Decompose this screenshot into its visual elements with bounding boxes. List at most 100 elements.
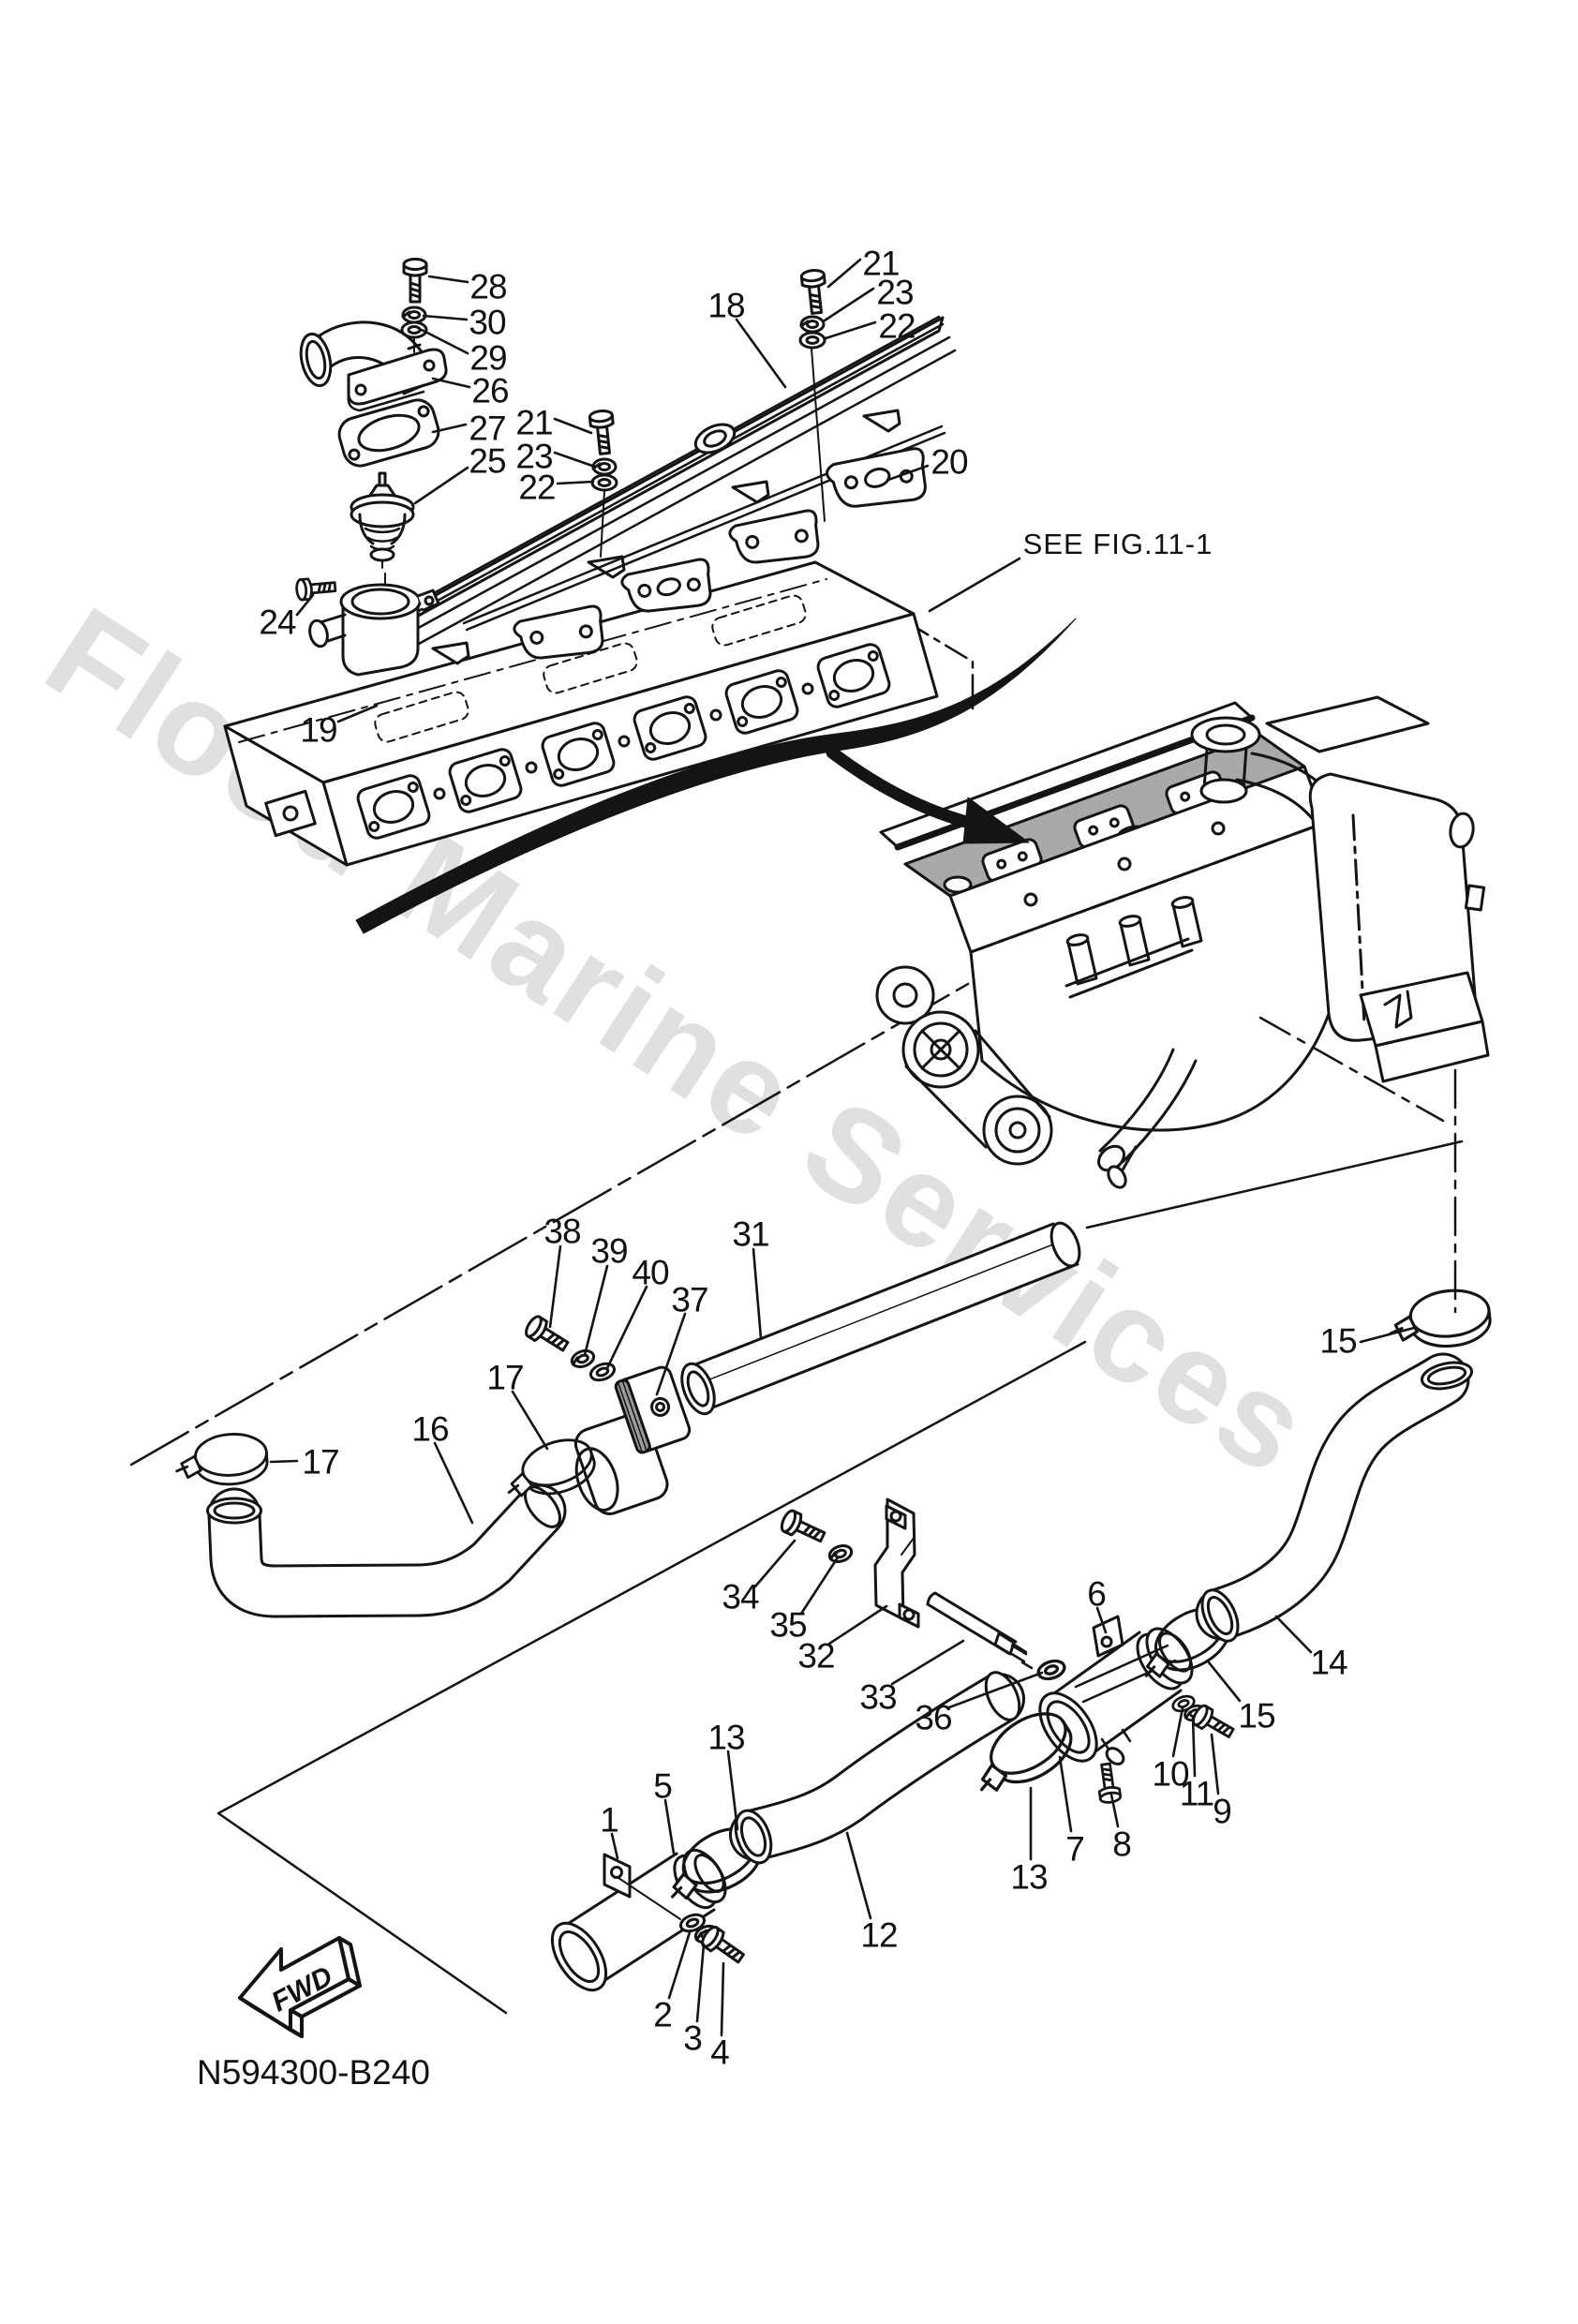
part-callout-15: 15 <box>1238 1696 1275 1735</box>
part-callout-17: 17 <box>302 1442 338 1481</box>
callout-leader-32 <box>827 1604 888 1646</box>
callout-leader-2 <box>667 1930 692 2000</box>
part-callout-21: 21 <box>515 403 552 441</box>
fwd-arrow: FWD <box>238 1936 362 2038</box>
gasket-plate-set-20 <box>462 425 946 660</box>
plug-24 <box>294 575 337 602</box>
part-callout-40: 40 <box>632 1253 669 1291</box>
callout-leader-27 <box>431 423 468 434</box>
part-callout-4: 4 <box>710 2033 729 2071</box>
part-callout-35: 35 <box>769 1605 807 1644</box>
manifold-body-19 <box>223 560 939 867</box>
part-callout-6: 6 <box>1087 1574 1106 1613</box>
hose-clamp-17 <box>172 1430 270 1490</box>
spring-washer-39 <box>568 1346 598 1372</box>
part-callout-13: 13 <box>1010 1857 1047 1896</box>
figure-code: N594300-B240 <box>197 2053 430 2092</box>
part-callout-15: 15 <box>1319 1321 1357 1360</box>
part-callout-22: 22 <box>878 306 915 345</box>
stay-bracket-32 <box>873 1497 920 1629</box>
part-callout-26: 26 <box>471 371 508 410</box>
bolt-9 <box>1189 1702 1238 1744</box>
part-callout-23: 23 <box>515 437 552 475</box>
callout-leader-24 <box>295 593 315 617</box>
part-callout-25: 25 <box>469 441 506 480</box>
callout-leader-15 <box>1359 1326 1416 1344</box>
part-callout-28: 28 <box>469 267 506 305</box>
part-callout-3: 3 <box>683 2019 702 2057</box>
washer-22 <box>590 473 618 492</box>
thermostat-25 <box>350 471 415 601</box>
part-callout-16: 16 <box>411 1409 448 1448</box>
callout-leader-21 <box>826 258 862 289</box>
part-callout-30: 30 <box>469 303 506 341</box>
callout-leader-35 <box>799 1556 840 1616</box>
part-callout-39: 39 <box>590 1231 627 1270</box>
part-callout-22: 22 <box>518 468 555 506</box>
callout-leader-5 <box>663 1798 676 1855</box>
washer-40 <box>587 1359 618 1385</box>
callout-leader-26 <box>431 377 471 389</box>
joint-plate-1 <box>603 1853 681 1920</box>
callout-leader-29 <box>420 328 469 355</box>
part-callout-29: 29 <box>469 338 506 377</box>
bottom-parts-group <box>550 1285 1495 1992</box>
part-callout-24: 24 <box>259 603 296 641</box>
exhaust-manifold-group <box>223 258 957 867</box>
callout-leader-37 <box>655 1312 687 1396</box>
callout-leader-17 <box>511 1390 549 1451</box>
callout-leader-31 <box>752 1247 763 1340</box>
part-callout-17: 17 <box>486 1358 523 1396</box>
callout-leader-11 <box>1191 1716 1197 1778</box>
callout-leader-33 <box>890 1639 965 1686</box>
part-callout-23: 23 <box>876 273 913 311</box>
part-callout-37: 37 <box>671 1280 707 1318</box>
washer-22 <box>798 331 826 350</box>
callout-leader-22 <box>556 480 595 485</box>
elbow-joint-26 <box>299 320 448 412</box>
grommet-36 <box>1035 1656 1068 1684</box>
callout-leader-4 <box>720 1961 725 2037</box>
callout-leader-16 <box>433 1441 474 1525</box>
bolt-34 <box>777 1507 829 1549</box>
part-callout-27: 27 <box>469 409 505 447</box>
callout-leader-28 <box>427 275 469 284</box>
part-callout-13: 13 <box>707 1718 744 1756</box>
part-callout-11: 11 <box>1180 1774 1213 1812</box>
callout-leader-1 <box>610 1832 619 1860</box>
callout-leader-20 <box>886 464 930 482</box>
part-callout-32: 32 <box>797 1636 834 1675</box>
callout-leader-40 <box>605 1285 648 1370</box>
callout-leader-19 <box>336 704 379 723</box>
callout-leader-34 <box>753 1539 796 1588</box>
callout-leader-6 <box>1095 1606 1108 1634</box>
water-pipe-joint-7 <box>1038 1627 1194 1765</box>
callout-leader-17 <box>269 1459 299 1464</box>
part-callout-5: 5 <box>653 1766 672 1805</box>
see-fig-note-text: SEE FIG.11-1 <box>1023 528 1213 560</box>
thermostat-housing <box>308 583 440 677</box>
part-callout-38: 38 <box>543 1212 580 1250</box>
bolt-21 <box>799 267 829 316</box>
water-hose-16 <box>206 1483 567 1618</box>
mid-parts-group <box>172 1221 1081 1684</box>
callout-leader-8 <box>1109 1793 1120 1828</box>
callout-leader-10 <box>1171 1706 1184 1758</box>
part-callout-19: 19 <box>300 710 336 749</box>
spring-washer-23 <box>799 315 826 334</box>
water-hose-12 <box>729 1671 1025 1865</box>
bracket-plate-6 <box>1092 1615 1124 1658</box>
joint-stud-33 <box>926 1591 1034 1670</box>
callout-leader-25 <box>413 466 469 505</box>
part-callout-9: 9 <box>1213 1792 1231 1830</box>
callout-leader-30 <box>422 314 469 321</box>
part-callout-21: 21 <box>862 244 899 282</box>
part-callout-33: 33 <box>859 1677 896 1716</box>
callout-leader-12 <box>845 1831 872 1920</box>
part-callout-2: 2 <box>653 1995 672 2034</box>
joint-cover-37 <box>614 1365 692 1454</box>
bolt-38 <box>521 1312 573 1358</box>
see-fig-note: SEE FIG.11-1 <box>928 528 1213 613</box>
